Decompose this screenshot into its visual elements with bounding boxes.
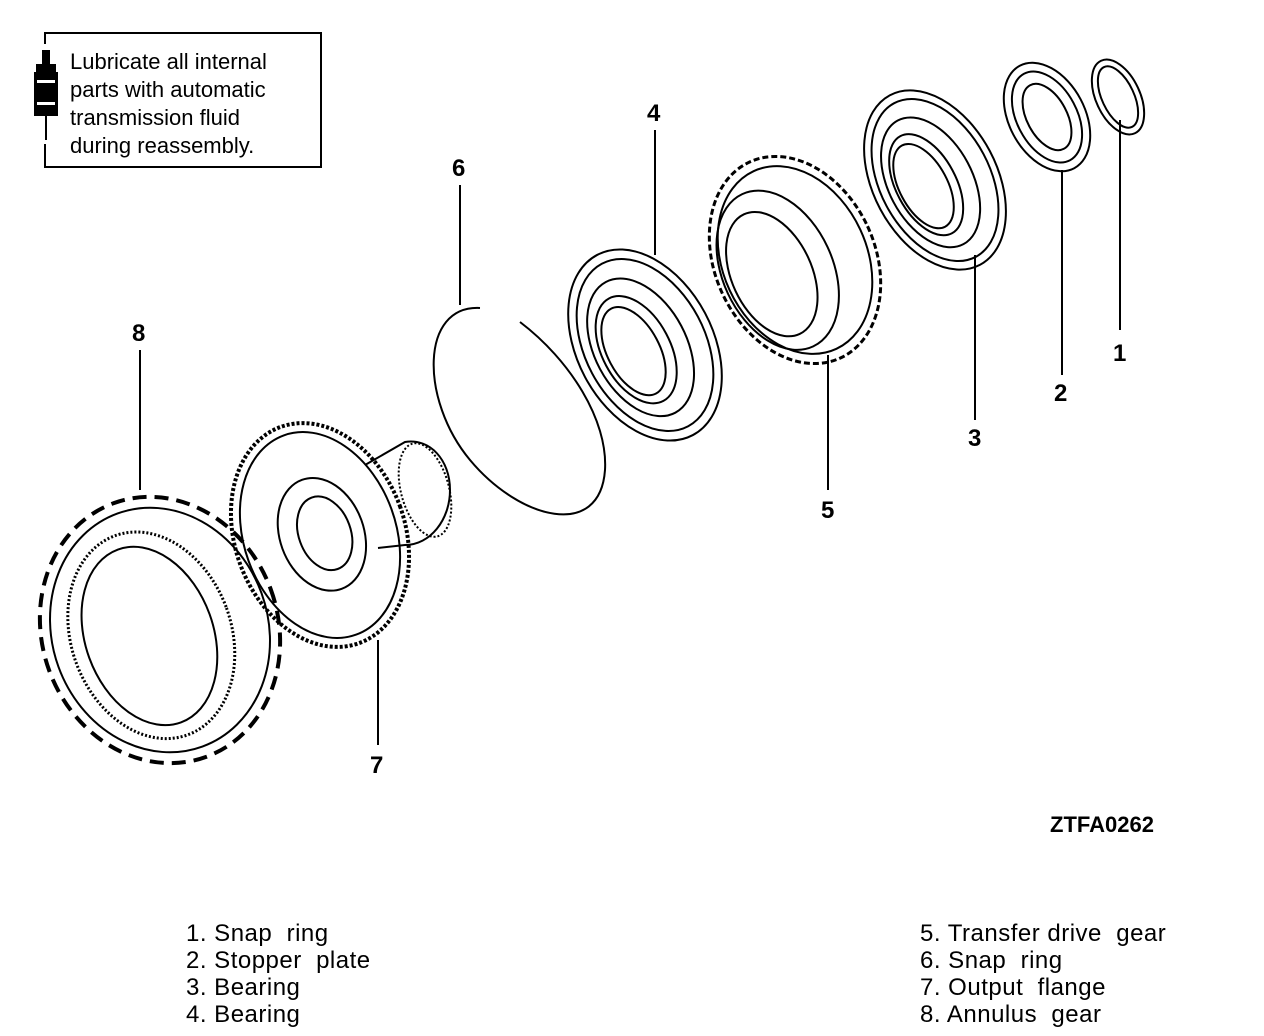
legend-item: 8. Annulus gear [920, 1001, 1102, 1028]
callout-1: 1 [1113, 340, 1127, 367]
legend-item: 7. Output flange [920, 974, 1106, 1001]
oil-bottle-icon [30, 44, 62, 144]
stopper-plate-part-2 [1002, 61, 1092, 173]
lubrication-note: Lubricate all internal parts with automa… [30, 32, 322, 168]
snap-ring-part-6 [432, 306, 607, 516]
bearing-part-3 [863, 89, 1007, 271]
callout-2: 2 [1054, 380, 1068, 407]
callout-8: 8 [132, 320, 146, 347]
lubrication-note-text: Lubricate all internal parts with automa… [70, 49, 267, 158]
legend-item: 6. Snap ring [920, 947, 1063, 974]
legend-left: 1. Snap ring 2. Stopper plate 3. Bearing… [186, 920, 371, 1028]
legend-item: 2. Stopper plate [186, 947, 371, 974]
legend-right: 5. Transfer drive gear 6. Snap ring 7. O… [920, 920, 1166, 1028]
legend-item: 3. Bearing [186, 974, 301, 1001]
transfer-drive-gear-part-5 [707, 154, 883, 366]
callout-5: 5 [821, 497, 835, 524]
annulus-gear-part-8 [37, 494, 283, 766]
callout-4: 4 [647, 100, 661, 127]
legend-item: 5. Transfer drive gear [920, 920, 1167, 947]
leader-lines [139, 120, 1121, 745]
figure-code: ZTFA0262 [1050, 812, 1154, 837]
output-flange-part-7 [228, 421, 453, 649]
snap-ring-part-1 [1090, 58, 1146, 136]
legend-item: 1. Snap ring [186, 920, 329, 947]
legend-item: 4. Bearing [186, 1001, 301, 1028]
callout-6: 6 [452, 155, 466, 182]
callout-7: 7 [370, 752, 384, 779]
callout-3: 3 [968, 425, 982, 452]
bearing-part-4 [567, 248, 723, 442]
